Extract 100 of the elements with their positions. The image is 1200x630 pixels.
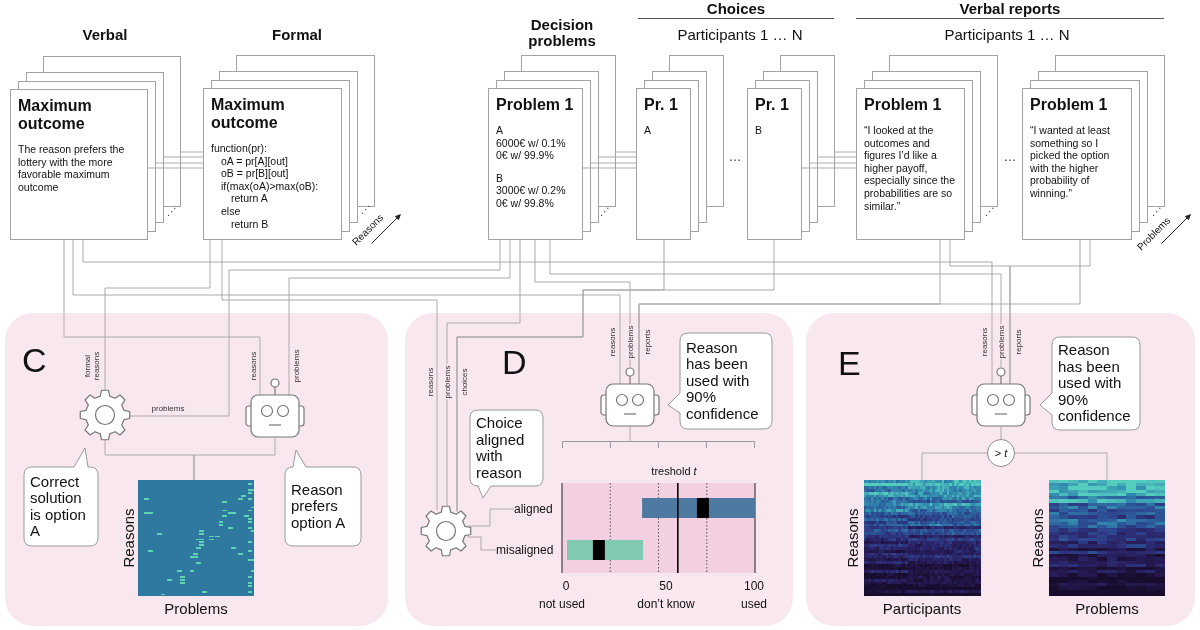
edge-label: reports [642, 328, 652, 356]
card-text: “I looked at the outcomes and figures I’d like a higher payoff, especially since the probabilities are so similar.” [864, 124, 957, 213]
card-text: “I wanted at least something so I picked the option with the higher probability of winning.” [1030, 124, 1111, 200]
edge-label: problems [442, 364, 452, 400]
ellipsis: ⋰ [1152, 206, 1162, 218]
connector-line [63, 239, 261, 396]
card-text: oB = pr[B][out] [221, 167, 289, 180]
card-text: return A [231, 192, 268, 205]
gear-icon [420, 505, 472, 557]
heatmap [864, 480, 981, 596]
speech-bubble [470, 410, 543, 498]
edge-label: problems [625, 324, 635, 360]
connector-line [801, 151, 857, 169]
speech-bubble [24, 448, 98, 546]
robot-icon [600, 367, 660, 427]
card-text: else [221, 204, 241, 218]
card-text: B [496, 171, 503, 185]
panel [806, 313, 1195, 626]
connector-line [467, 508, 515, 527]
card-title: Maximum outcome [18, 97, 93, 133]
card [1022, 88, 1132, 240]
panel-letter: E [838, 344, 861, 382]
robot-icon [971, 367, 1031, 427]
card-title: Maximum outcome [211, 96, 286, 132]
card [636, 88, 691, 240]
threshold-label: treshold t [651, 464, 697, 478]
column-subheading: Participants 1 … N [944, 27, 1070, 43]
scale-bracket [562, 441, 755, 449]
bubble-text: Reason has been used with 90% confidence [686, 339, 760, 423]
heatmap [1049, 480, 1165, 596]
speech-bubble [285, 450, 361, 546]
connector-line [1014, 452, 1108, 481]
column-heading: Decision problems [527, 17, 597, 49]
edge-label: formal reasons [83, 349, 101, 383]
connector-line [467, 536, 497, 551]
axis-label: Reasons [119, 508, 137, 568]
connector-line [549, 239, 1002, 368]
connector-line [456, 239, 775, 512]
edge-label: reports [1013, 328, 1023, 356]
edge-label: problems [150, 403, 186, 413]
tick-label: 0 [562, 579, 570, 593]
heatmap [138, 480, 254, 596]
card [488, 88, 583, 240]
card [856, 88, 965, 240]
axis-label: Participants [882, 599, 962, 617]
card [10, 89, 148, 240]
ellipsis: ⋰ [600, 206, 610, 218]
edge-label: choices [459, 367, 469, 397]
column-heading: Formal [272, 27, 322, 43]
connector-line [921, 452, 988, 481]
column-subheading: Participants 1 … N [677, 27, 803, 43]
tick-label: 100 [744, 579, 764, 593]
connector-line [104, 239, 211, 393]
ellipsis: ⋰ [167, 206, 177, 218]
ellipsis: … [1003, 150, 1017, 164]
card-text: 0€ w/ 99.9% [496, 149, 554, 162]
axis-label: Reasons [843, 508, 861, 568]
card-text: A [496, 124, 503, 137]
tick-label: don’t know [637, 597, 695, 611]
bubble-text: Reason prefers option A [291, 481, 347, 532]
column-heading: Verbal [82, 27, 128, 43]
card-text: A [644, 124, 651, 137]
row-label: misaligned [496, 542, 554, 558]
connector-line [582, 151, 637, 169]
connector-line [221, 239, 438, 511]
column-heading: Verbal reports [959, 1, 1061, 17]
row-label: aligned [514, 501, 553, 517]
bubble-text: Reason has been used with 90% confidence [1058, 342, 1132, 425]
card-text: function(pr): [211, 142, 268, 155]
panel-letter: D [502, 343, 527, 381]
connector-line [288, 239, 511, 396]
card-text: 3000€ w/ 0.2% [496, 184, 566, 197]
ellipsis: ⋰ [985, 206, 995, 218]
connector-line [629, 426, 631, 442]
connector-line [72, 239, 621, 385]
edge-label: problems [996, 324, 1006, 360]
card-text: 6000€ w/ 0.1% [496, 136, 566, 150]
card-title: Problem 1 [864, 96, 942, 114]
card-title: Problem 1 [496, 96, 574, 114]
card-title: Problem 1 [1030, 96, 1108, 114]
card [747, 88, 802, 240]
edge-label: problems [291, 348, 301, 384]
ellipsis: ⋰ [361, 204, 371, 215]
axis-label: Reasons [1028, 508, 1046, 568]
connector-line [638, 239, 1081, 385]
card-text: The reason prefers the lottery with the more favorable maximum outcome [18, 143, 126, 194]
card-text: return B [231, 217, 269, 231]
card [203, 88, 342, 240]
column-heading: Choices [706, 1, 766, 17]
card-title: Pr. 1 [644, 96, 678, 114]
card-text: if(max(oA)>max(oB): [221, 179, 319, 193]
axis-label: Problems [1075, 599, 1139, 617]
connector-line [127, 239, 501, 417]
tick-label: 50 [659, 579, 673, 593]
bubble-text: Choice aligned with reason [476, 415, 526, 481]
gear-icon [79, 389, 131, 441]
speech-bubble [668, 333, 772, 429]
tick-label: used [741, 597, 767, 611]
axis-label: Problems [164, 599, 228, 617]
connector-line [193, 437, 276, 481]
